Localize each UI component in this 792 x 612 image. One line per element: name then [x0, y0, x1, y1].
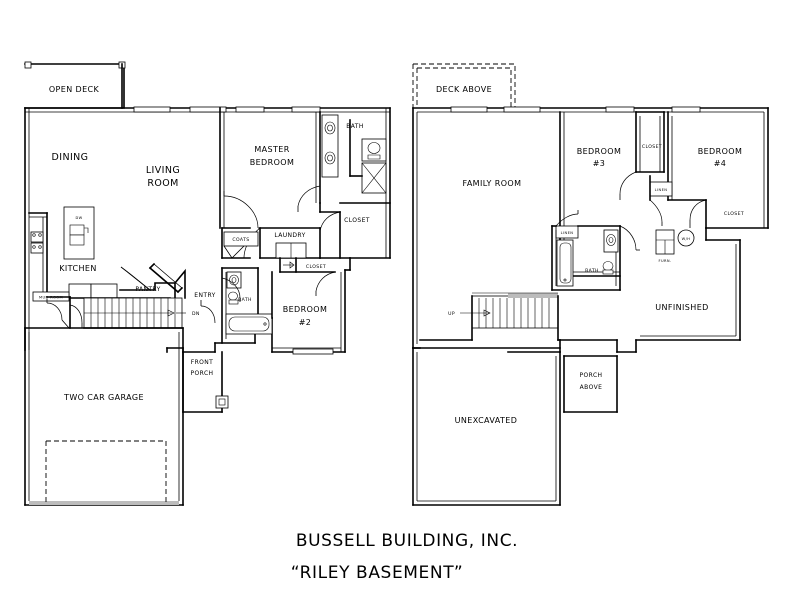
- room-label-living-room-line1: LIVING: [146, 165, 180, 176]
- main-floor-windows: [133, 106, 334, 355]
- room-bedroom-4-closet: CLOSET: [705, 199, 744, 229]
- room-label-porch-above-line2: ABOVE: [580, 384, 603, 391]
- room-master-bath: BATH: [321, 114, 391, 204]
- room-label-bedroom-4-line1: BEDROOM: [698, 147, 743, 156]
- room-label-porch-above-line1: PORCH: [580, 372, 603, 379]
- room-label-front-porch-line2: PORCH: [191, 370, 214, 377]
- room-label-hall-linen: LINEN: [655, 188, 668, 192]
- room-kitchen: DW KITCHEN: [28, 206, 171, 299]
- closet-bath-linen: LINEN: [555, 210, 579, 239]
- room-label-bedroom-3-line2: #3: [593, 159, 606, 168]
- room-pantry: PANTRY: [119, 262, 186, 299]
- room-front-porch: FRONT PORCH: [182, 351, 229, 413]
- room-label-dining: DINING: [52, 152, 89, 163]
- room-label-bedroom-2-line2: #2: [299, 318, 312, 327]
- stair-main-floor: DN: [83, 297, 200, 329]
- room-bedroom-2: BEDROOM #2: [271, 271, 328, 327]
- room-laundry: LAUNDRY: [243, 227, 321, 259]
- room-label-master-bath: BATH: [346, 123, 364, 130]
- stair-direction-label-dn: DN: [192, 311, 200, 317]
- mechanical-equipment: FURN. W/H: [655, 229, 695, 263]
- appliance-label-dishwasher: DW: [75, 216, 82, 220]
- toilet-icon: [361, 138, 387, 162]
- room-label-bath-linen: LINEN: [561, 231, 574, 235]
- room-label-living-room-line2: ROOM: [147, 178, 178, 189]
- room-unexcavated: UNEXCAVATED: [412, 347, 561, 506]
- room-label-coats: COATS: [232, 237, 249, 243]
- room-entry: ENTRY: [194, 292, 216, 324]
- room-label-master-bedroom-line2: BEDROOM: [250, 158, 295, 167]
- room-two-car-garage: TWO CAR GARAGE: [24, 327, 184, 506]
- room-porch-above: PORCH ABOVE: [563, 355, 618, 413]
- stair-direction-label-up: UP: [448, 311, 455, 317]
- room-label-bedroom-4-closet: CLOSET: [724, 211, 744, 217]
- room-coats: COATS: [221, 227, 259, 259]
- room-living-room: LIVING ROOM: [146, 165, 180, 189]
- room-basement-bath: BATH: [551, 225, 640, 291]
- title-plan-name: “RILEY BASEMENT”: [291, 563, 463, 583]
- room-label-unfinished: UNFINISHED: [655, 303, 708, 312]
- room-label-entry: ENTRY: [194, 292, 215, 299]
- stair-basement: UP: [419, 292, 561, 341]
- room-hall-bath: BATH: [221, 267, 273, 344]
- room-mud-room: MUD ROOM: [32, 291, 83, 329]
- room-label-unexcavated: UNEXCAVATED: [455, 416, 518, 425]
- room-hall-closet: CLOSET: [279, 257, 336, 296]
- basement-floor-plan: DECK ABOVE: [412, 63, 769, 506]
- room-label-family-room: FAMILY ROOM: [463, 179, 522, 188]
- title-company-name: BUSSELL BUILDING, INC.: [296, 531, 518, 551]
- water-heater-icon: [677, 229, 695, 247]
- room-label-laundry: LAUNDRY: [274, 232, 305, 239]
- garage-door-opening: [45, 440, 167, 503]
- room-open-deck: OPEN DECK: [24, 61, 126, 109]
- range-icon: [30, 231, 44, 254]
- basement-windows: [450, 106, 701, 113]
- equipment-label-furnace: FURN.: [658, 259, 671, 263]
- room-deck-above: DECK ABOVE: [412, 63, 516, 108]
- room-label-deck-above: DECK ABOVE: [436, 85, 492, 94]
- room-label-bedroom-4-line2: #4: [714, 159, 727, 168]
- room-label-bedroom-3-line1: BEDROOM: [577, 147, 622, 156]
- room-label-bedroom-2-line1: BEDROOM: [283, 305, 328, 314]
- room-bedroom-4: BEDROOM #4: [667, 111, 743, 228]
- room-bedroom-3-closet: CLOSET: [635, 111, 665, 173]
- title-block: BUSSELL BUILDING, INC. “RILEY BASEMENT”: [291, 531, 518, 583]
- room-label-hall-bath: BATH: [238, 297, 252, 303]
- room-label-open-deck: OPEN DECK: [49, 85, 100, 94]
- room-label-two-car-garage: TWO CAR GARAGE: [63, 393, 144, 402]
- room-label-bedroom-3-closet: CLOSET: [642, 144, 662, 150]
- shower-icon: [361, 162, 387, 194]
- main-floor-plan: OPEN DECK: [24, 61, 391, 506]
- room-master-closet: CLOSET: [319, 211, 370, 259]
- room-label-kitchen: KITCHEN: [59, 264, 96, 273]
- room-label-front-porch-line1: FRONT: [191, 359, 214, 366]
- room-label-pantry: PANTRY: [135, 286, 160, 293]
- equipment-label-water-heater: W/H: [682, 237, 691, 241]
- kitchen-island: DW: [63, 206, 95, 260]
- closet-hall-linen: LINEN: [649, 175, 673, 226]
- basement-outline: [412, 107, 769, 353]
- room-label-master-bedroom-line1: MASTER: [254, 145, 289, 154]
- room-master-bedroom: MASTER BEDROOM: [219, 107, 321, 229]
- room-label-hall-closet: CLOSET: [306, 264, 326, 270]
- room-label-basement-bath: BATH: [585, 268, 599, 274]
- room-label-master-closet: CLOSET: [344, 217, 370, 224]
